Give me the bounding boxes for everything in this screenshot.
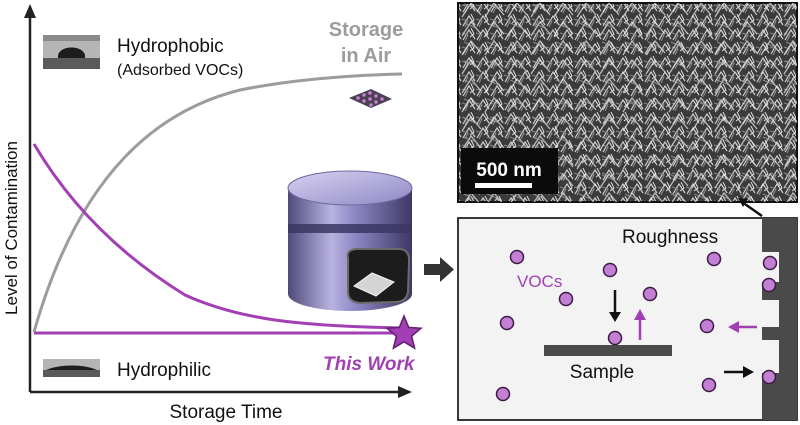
hydrophobic-droplet-icon — [43, 35, 100, 69]
up-arrow-icon — [634, 309, 646, 340]
y-axis-arrowhead — [24, 4, 36, 18]
sample-chip — [353, 272, 395, 297]
voc-molecules — [495, 249, 778, 402]
roughness-pointer — [741, 200, 763, 218]
voc-molecule — [701, 377, 717, 393]
this-work-label: This Work — [323, 354, 416, 375]
y-axis-label: Level of Contamination — [2, 141, 21, 315]
x-axis-label: Storage Time — [170, 402, 283, 423]
hydrophobic-label: Hydrophobic — [117, 36, 224, 57]
scale-bar-label: 500 nm — [476, 160, 541, 181]
hydrophobic-sublabel: (Adsorbed VOCs) — [117, 62, 243, 79]
right-arrow-small-icon — [724, 366, 754, 378]
x-axis-arrowhead — [398, 386, 412, 398]
contaminated-sample-icon — [349, 89, 392, 108]
left-arrow-icon — [728, 321, 757, 333]
right-arrow-icon — [424, 257, 454, 282]
voc-molecule — [706, 251, 722, 267]
voc-molecule — [762, 255, 778, 271]
sealed-storage-container — [287, 170, 413, 311]
voc-molecule — [495, 386, 511, 402]
voc-molecule — [558, 291, 574, 307]
voc-molecule — [509, 249, 525, 265]
voc-molecule — [761, 277, 777, 293]
voc-molecule — [602, 262, 618, 278]
zoom-panel: Roughness VOCs Sample — [457, 198, 798, 421]
voc-molecule — [642, 286, 658, 302]
contamination-plot: Level of Contamination Storage Time This… — [2, 4, 423, 423]
hydrophilic-label: Hydrophilic — [117, 360, 211, 381]
scale-bar — [475, 183, 532, 188]
roughness-label: Roughness — [622, 227, 718, 248]
sample-label: Sample — [570, 362, 634, 383]
voc-molecule — [499, 315, 515, 331]
star-icon — [385, 314, 423, 350]
storage-label-line2: in Air — [341, 45, 392, 67]
down-arrow-icon — [609, 290, 621, 322]
storage-in-air-curve — [32, 72, 403, 333]
sem-image: 500 nm — [457, 2, 798, 203]
hydrophilic-droplet-icon — [43, 359, 100, 377]
voc-molecule — [607, 330, 623, 346]
decay-curve — [32, 143, 403, 330]
voc-molecule — [699, 318, 715, 334]
storage-label-line1: Storage — [329, 19, 403, 41]
sample-bar — [544, 345, 672, 356]
voc-molecule — [761, 369, 777, 385]
rough-surface — [762, 218, 797, 420]
vocs-label: VOCs — [517, 272, 562, 291]
